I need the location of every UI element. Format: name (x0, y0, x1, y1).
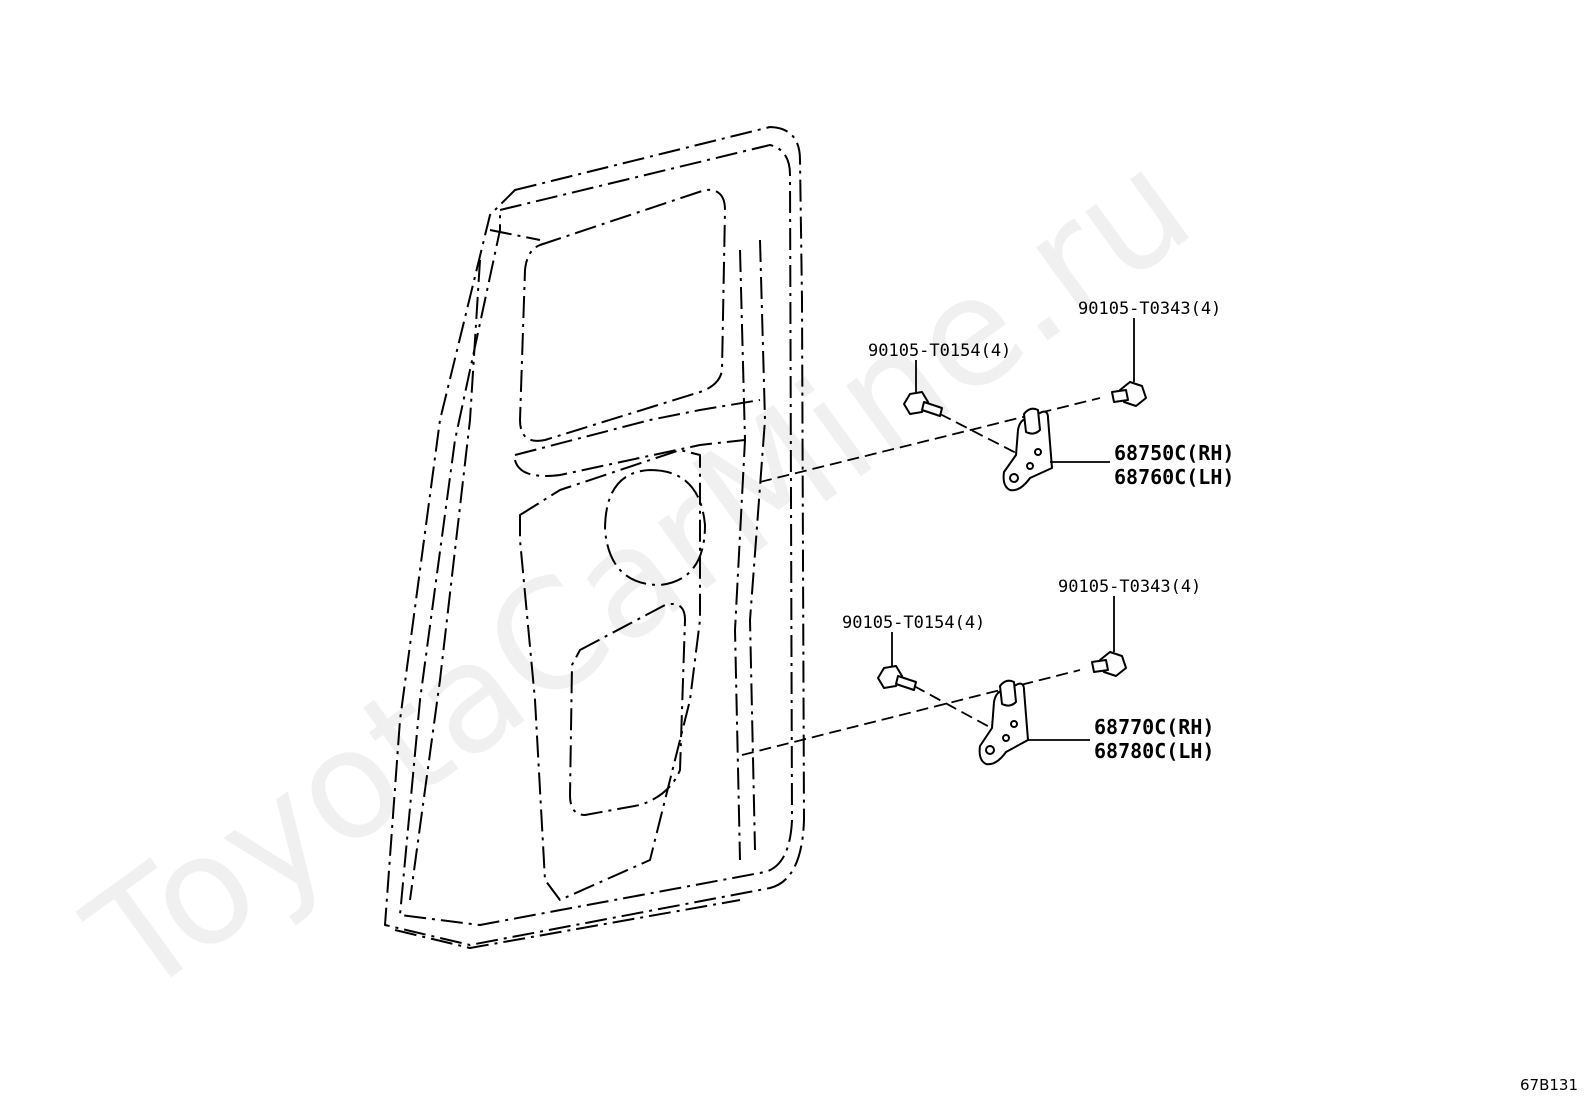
lower-hinge-knuckle (999, 679, 1017, 707)
door-bottom-lip (394, 899, 741, 949)
upper-left-bolt-to-hinge (939, 413, 1021, 456)
lower-bolt-left-shank (895, 675, 917, 691)
upper-bolt-right-shank (1111, 389, 1129, 403)
upper-bolt-right[interactable] (1111, 381, 1147, 407)
upper-hinge-hole-2 (1026, 462, 1034, 470)
door-inner-outline (399, 144, 793, 926)
label-lower-hinge-rh[interactable]: 68770C(RH) (1094, 715, 1214, 739)
lower-hinge-to-door (741, 669, 1081, 756)
callout-labels: 90105-T0154(4) 90105-T0343(4) 68750C(RH)… (842, 299, 1234, 763)
upper-hinge-hole-3 (1009, 473, 1019, 483)
lower-hinge-hole-3 (985, 745, 995, 755)
lower-hinge-hole-1 (1010, 720, 1018, 728)
belt-line (514, 399, 761, 456)
door-edge-right (749, 239, 766, 851)
lower-hinge-hole-2 (1002, 734, 1010, 742)
door-outer-outline (384, 126, 805, 946)
label-upper-hinge-lh[interactable]: 68760C(LH) (1114, 465, 1234, 489)
speaker-hole (604, 469, 706, 586)
door-panel (384, 126, 805, 949)
upper-bolt-left-shank (921, 401, 943, 417)
lower-bolt-right[interactable] (1091, 651, 1127, 677)
door-edge-inner-right (734, 249, 746, 861)
inner-panel-center (519, 449, 701, 901)
window-opening (519, 188, 726, 442)
lower-hinge[interactable] (978, 679, 1029, 766)
upper-hinge[interactable] (1002, 407, 1053, 492)
inner-panel-upper (514, 439, 746, 477)
label-upper-bolt-right[interactable]: 90105-T0343(4) (1078, 299, 1221, 319)
label-upper-hinge-rh[interactable]: 68750C(RH) (1114, 441, 1234, 465)
watermark-text: ToyotaCarMine.ru (58, 118, 1221, 1030)
leader-lines (891, 318, 1135, 741)
upper-hinge-hole-1 (1034, 448, 1042, 456)
diagram-code: 67B131 (1520, 1076, 1578, 1094)
watermark: ToyotaCarMine.ru (58, 118, 1221, 1030)
label-upper-bolt-left[interactable]: 90105-T0154(4) (868, 341, 1011, 361)
lower-opening (569, 603, 686, 816)
upper-bolt-left[interactable] (903, 391, 943, 417)
lower-bolt-right-shank (1091, 659, 1109, 673)
label-lower-bolt-left[interactable]: 90105-T0154(4) (842, 613, 985, 633)
lower-left-bolt-to-hinge (913, 685, 996, 731)
lower-bolt-left[interactable] (877, 665, 917, 691)
door-frame-line (409, 229, 541, 901)
label-lower-bolt-right[interactable]: 90105-T0343(4) (1058, 577, 1201, 597)
label-lower-hinge-lh[interactable]: 68780C(LH) (1094, 739, 1214, 763)
upper-hinge-knuckle (1023, 407, 1041, 435)
lower-hinge-body[interactable] (978, 682, 1029, 766)
